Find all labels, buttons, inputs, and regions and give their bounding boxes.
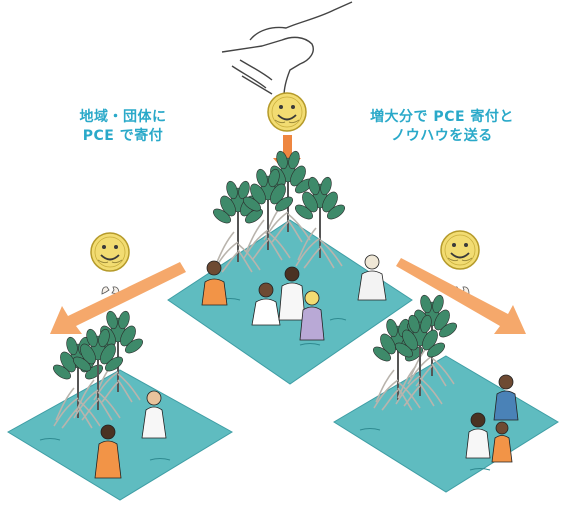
person-icon xyxy=(141,390,167,439)
caption-right: 増大分で PCE 寄付と ノウハウを送る xyxy=(352,108,532,146)
caption-right-line2: ノウハウを送る xyxy=(391,128,493,144)
person-icon xyxy=(94,424,122,479)
person-icon xyxy=(465,412,491,459)
person-icon xyxy=(251,282,281,326)
person-icon xyxy=(493,374,519,421)
caption-left-line1: 地域・団体に xyxy=(79,109,167,125)
person-icon xyxy=(299,290,325,341)
person-icon xyxy=(491,421,513,463)
caption-left-line2: PCE で寄付 xyxy=(82,128,164,144)
left-arrow xyxy=(50,262,186,334)
smiley-coin-icon xyxy=(267,92,307,132)
smiley-coin-icon xyxy=(90,232,130,272)
center-plot xyxy=(167,149,413,385)
right-arrow xyxy=(396,258,526,334)
bottom-left-plot xyxy=(7,309,233,501)
person-icon xyxy=(201,260,228,306)
caption-right-line1: 増大分で PCE 寄付と xyxy=(370,109,514,125)
person-icon xyxy=(357,254,387,301)
bottom-right-plot xyxy=(333,293,559,493)
hand-icon xyxy=(221,1,353,97)
smiley-coin-icon xyxy=(440,230,480,270)
person-icon xyxy=(278,266,306,321)
caption-left: 地域・団体に PCE で寄付 xyxy=(58,108,188,146)
